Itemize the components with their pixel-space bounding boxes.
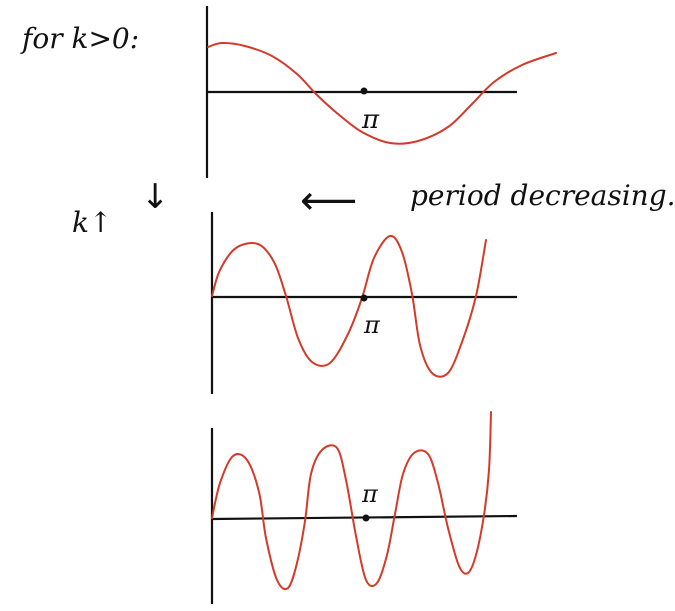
top-cosine-curve — [207, 41, 557, 145]
bottom-pi-mark — [362, 514, 370, 522]
top-graph: π — [205, 6, 557, 178]
middle-wave-curve — [211, 234, 487, 378]
k-up-label: k↑ — [72, 206, 112, 239]
bottom-graph: π — [210, 411, 518, 604]
down-arrow-icon: ↓ — [141, 177, 170, 217]
middle-pi-mark — [360, 294, 368, 302]
middle-graph: π — [210, 212, 517, 394]
bottom-wave-curve — [211, 411, 492, 591]
top-pi-label: π — [361, 105, 380, 135]
condition-note: for k>0: — [20, 22, 139, 55]
top-pi-mark — [360, 87, 368, 95]
middle-pi-label: π — [363, 311, 381, 339]
period-decreasing-note: period decreasing. — [410, 179, 675, 212]
left-arrow-icon: ⟵ — [300, 178, 357, 224]
k-increases-note: k↑ — [72, 206, 112, 239]
bottom-pi-label: π — [361, 480, 379, 508]
